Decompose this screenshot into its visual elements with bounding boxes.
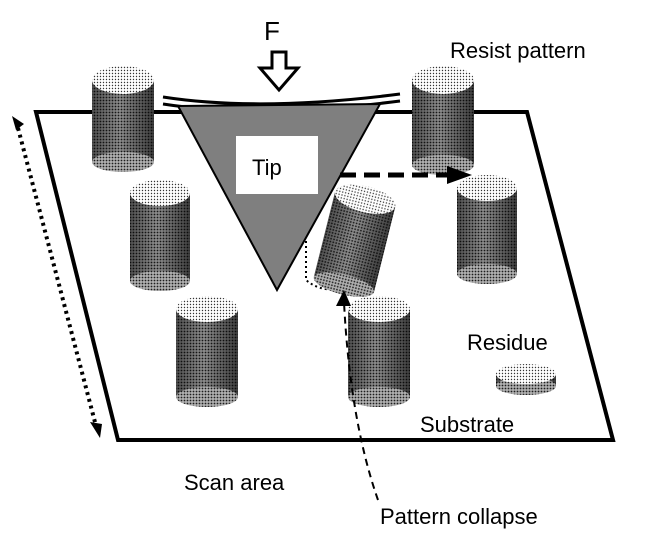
afm-tip (176, 102, 382, 293)
resist-pillar (412, 66, 474, 175)
force-arrow (256, 50, 302, 93)
scan-area-label: Scan area (184, 470, 285, 495)
pattern-collapse-label: Pattern collapse (380, 504, 538, 529)
resist-pattern-label: Resist pattern (450, 38, 586, 63)
resist-pillar (130, 180, 190, 291)
resist-pillar (348, 296, 410, 407)
resist-pillar (92, 66, 154, 172)
resist-pillar (176, 296, 238, 407)
scan-area-arrow (12, 116, 102, 438)
collapse-leader-arrowhead (336, 290, 351, 306)
residue-disk (496, 364, 556, 395)
tip-label-box (236, 136, 318, 194)
scan-direction-arrow (340, 166, 472, 184)
tip-label: Tip (252, 155, 282, 180)
collapse-leader-line (343, 301, 379, 501)
collapsing-pillar (313, 184, 396, 297)
force-label: F (264, 16, 280, 46)
substrate-label: Substrate (420, 412, 514, 437)
resist-pillar (457, 175, 517, 284)
residue-label: Residue (467, 330, 548, 355)
